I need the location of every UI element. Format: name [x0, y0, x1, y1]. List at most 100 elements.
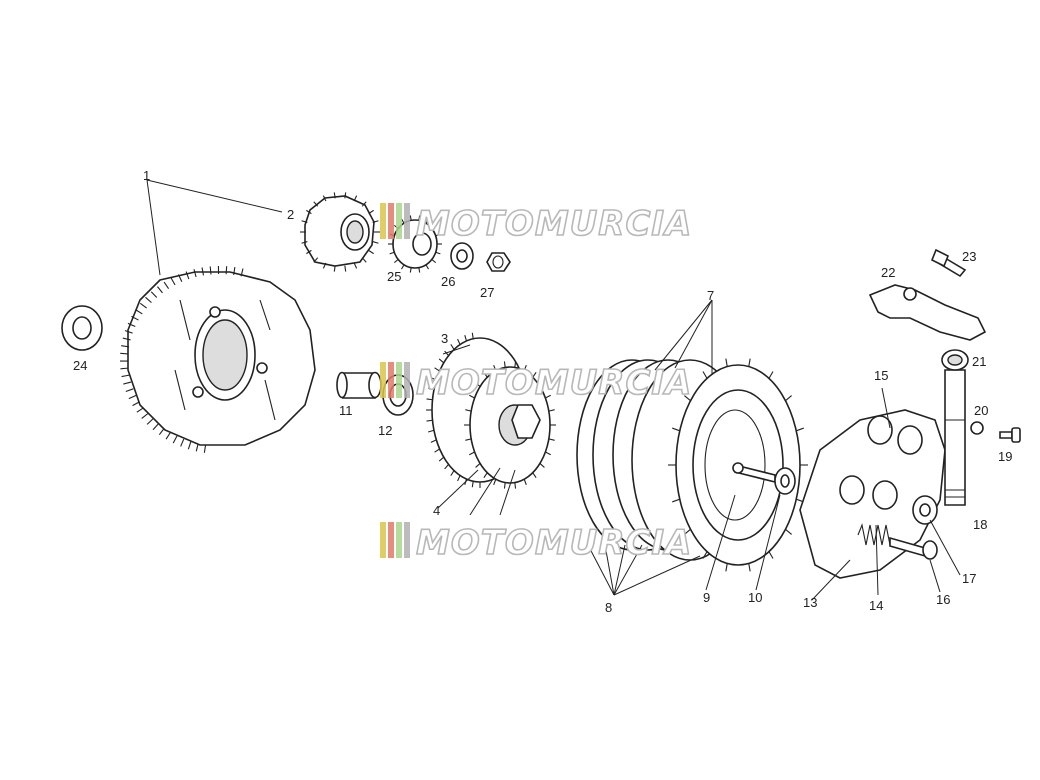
gear-tooth	[240, 268, 244, 277]
gear-tooth	[428, 429, 435, 433]
gear-tooth	[409, 267, 412, 273]
gear-tooth	[225, 266, 228, 275]
callout-21: 21	[972, 354, 986, 369]
gear-tooth	[135, 309, 143, 315]
gear-tooth	[136, 407, 144, 413]
gear-tooth	[457, 475, 461, 482]
gear-tooth	[503, 482, 506, 489]
gear-tooth	[389, 251, 395, 255]
callout-24: 24	[73, 358, 87, 373]
part-27-nut	[486, 252, 511, 272]
gear-tooth	[127, 322, 136, 327]
gear-tooth	[475, 382, 481, 387]
watermark-text: MOTOMURCIA	[416, 204, 692, 244]
gear-tooth	[438, 358, 445, 364]
gear-tooth	[450, 344, 455, 350]
gear-tooth	[128, 394, 137, 400]
part-19-small-screw	[999, 427, 1021, 443]
gear-tooth	[121, 345, 130, 348]
gear-tooth	[438, 456, 445, 462]
gear-tooth	[493, 479, 497, 486]
gear-tooth	[409, 215, 412, 221]
gear-tooth	[361, 257, 367, 263]
part-14-springs	[857, 523, 891, 546]
watermark-2: MOTOMURCIA	[380, 362, 692, 404]
part-21-seal	[941, 349, 969, 371]
gear-tooth	[748, 358, 751, 367]
gear-tooth	[471, 332, 474, 339]
gear-tooth	[435, 251, 441, 255]
gear-tooth	[434, 367, 440, 372]
gear-tooth	[428, 387, 435, 391]
gear-tooth	[361, 201, 367, 207]
watermark-stripe	[388, 522, 394, 558]
gear-tooth	[353, 195, 358, 202]
gear-tooth	[209, 266, 212, 275]
part-18-shaft	[944, 369, 966, 506]
gear-tooth	[333, 265, 336, 272]
gear-tooth	[306, 249, 312, 255]
callout-1: 1	[143, 168, 150, 183]
gear-tooth	[353, 262, 358, 269]
gear-tooth	[503, 361, 506, 368]
callout-13: 13	[803, 595, 817, 610]
part-3-clutch-hub	[426, 332, 556, 489]
gear-tooth	[163, 281, 170, 289]
gear-tooth	[124, 330, 133, 334]
gear-tooth	[193, 269, 197, 278]
gear-tooth	[165, 432, 171, 440]
gear-tooth	[444, 464, 449, 470]
gear-tooth	[548, 438, 555, 441]
gear-tooth	[158, 428, 165, 436]
gear-tooth	[464, 335, 468, 342]
gear-tooth	[180, 438, 185, 447]
gear-tooth	[475, 463, 481, 468]
gear-tooth	[333, 192, 336, 199]
gear-tooth	[322, 195, 327, 202]
callout-9: 9	[703, 590, 710, 605]
gear-tooth	[425, 218, 429, 224]
callout-14: 14	[869, 598, 883, 613]
callout-22: 22	[881, 265, 895, 280]
watermark-3: MOTOMURCIA	[380, 522, 692, 564]
callout-7: 7	[707, 288, 714, 303]
callout-8: 8	[605, 600, 612, 615]
gear-tooth	[233, 266, 236, 276]
gear-tooth	[450, 470, 455, 476]
gear-tooth	[201, 267, 205, 276]
gear-tooth	[539, 382, 545, 387]
watermark-stripe	[388, 203, 394, 239]
gear-tooth	[123, 381, 132, 385]
part-24-washer	[61, 305, 103, 351]
callout-10: 10	[748, 590, 762, 605]
gear-tooth	[125, 388, 134, 393]
gear-tooth	[157, 286, 163, 294]
gear-tooth	[120, 367, 129, 370]
gear-tooth	[344, 192, 347, 199]
part-13-pressure-plate	[799, 409, 946, 579]
gear-tooth	[372, 241, 379, 244]
callout-18: 18	[973, 517, 987, 532]
gear-tooth	[426, 398, 433, 401]
gear-tooth	[368, 249, 374, 255]
gear-tooth	[539, 463, 545, 468]
gear-tooth	[725, 563, 728, 572]
callout-3: 3	[441, 331, 448, 346]
callout-11: 11	[339, 403, 353, 418]
gear-tooth	[430, 377, 437, 381]
callout-12: 12	[378, 423, 392, 438]
gear-tooth	[465, 409, 472, 412]
gear-tooth	[523, 479, 527, 486]
callout-4: 4	[433, 503, 440, 518]
watermark-stripe	[380, 203, 386, 239]
gear-tooth	[465, 438, 472, 441]
gear-tooth	[768, 371, 774, 379]
callout-19: 19	[998, 449, 1012, 464]
gear-tooth	[306, 209, 312, 215]
part-16-spring-screw	[889, 536, 938, 560]
gear-tooth	[532, 472, 537, 478]
watermark-stripe	[396, 203, 402, 239]
gear-tooth	[141, 413, 149, 419]
gear-tooth	[785, 395, 792, 402]
callout-15: 15	[874, 368, 888, 383]
